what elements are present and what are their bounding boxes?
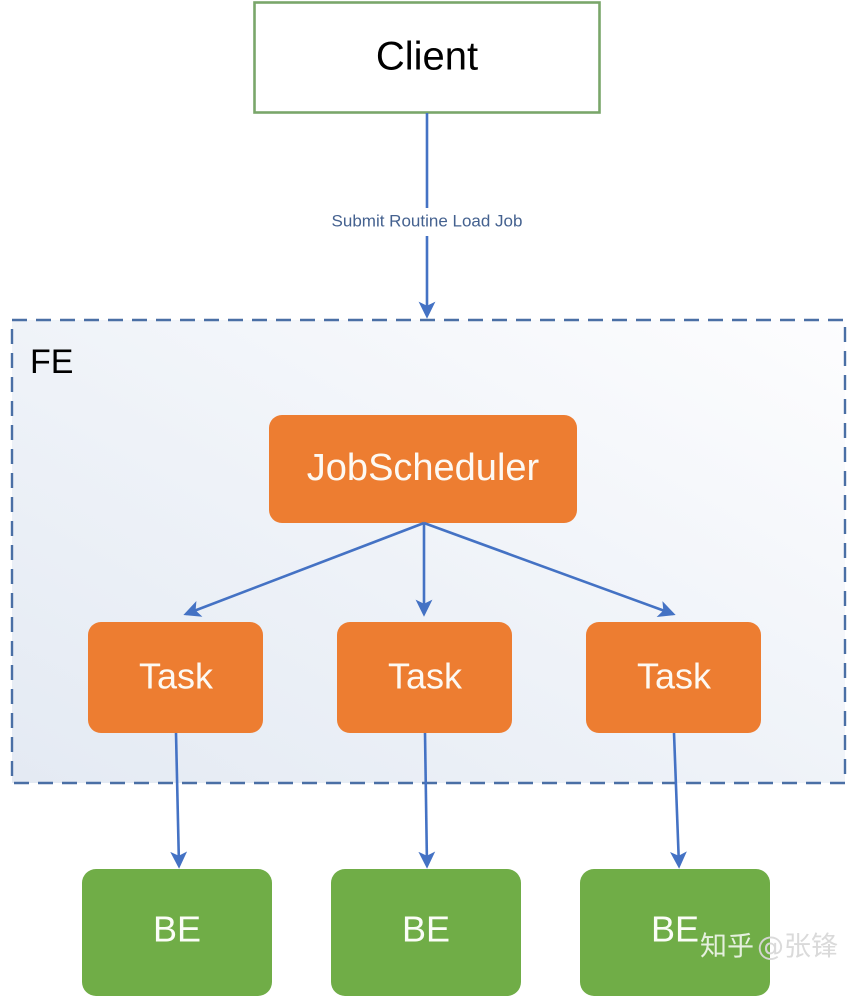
be-box-1[interactable] bbox=[82, 869, 272, 996]
edge-label-backdrop bbox=[310, 208, 546, 236]
task-label-3: Task bbox=[637, 656, 712, 697]
task-node-2[interactable]: Task bbox=[337, 622, 512, 733]
arrow-task-3-to-be-3 bbox=[670, 732, 687, 869]
be-label-2: BE bbox=[402, 909, 450, 950]
client-label: Client bbox=[376, 35, 478, 79]
edges-tasks-to-backends bbox=[170, 732, 687, 869]
jobscheduler-node[interactable]: JobScheduler bbox=[269, 415, 577, 523]
task-box-1[interactable] bbox=[88, 622, 263, 733]
watermark-handle: @张锋 bbox=[757, 932, 838, 963]
edge-client-to-fe: Submit Routine Load Job bbox=[310, 113, 546, 319]
arrow-scheduler-to-task-3 bbox=[423, 521, 676, 617]
be-label-1: BE bbox=[153, 909, 201, 950]
be-node-3[interactable]: BE bbox=[580, 869, 770, 996]
task-box-2[interactable] bbox=[337, 622, 512, 733]
arrow-task-2-to-be-2 bbox=[418, 732, 436, 869]
task-label-1: Task bbox=[139, 656, 214, 697]
be-box-2[interactable] bbox=[331, 869, 521, 996]
task-box-3[interactable] bbox=[586, 622, 761, 733]
be-node-1[interactable]: BE bbox=[82, 869, 272, 996]
watermark-brand: 知乎 bbox=[700, 932, 754, 963]
edge-label-submit-job: Submit Routine Load Job bbox=[332, 211, 523, 230]
task-label-2: Task bbox=[388, 656, 463, 697]
jobscheduler-label: JobScheduler bbox=[307, 447, 540, 489]
client-box[interactable] bbox=[253, 1, 601, 114]
edges-scheduler-to-tasks bbox=[183, 521, 676, 617]
arrow-task-1-to-be-1 bbox=[170, 732, 188, 869]
task-node-3[interactable]: Task bbox=[586, 622, 761, 733]
fe-group-label: FE bbox=[30, 343, 73, 381]
task-node-1[interactable]: Task bbox=[88, 622, 263, 733]
arrow-scheduler-to-task-1 bbox=[183, 521, 425, 617]
watermark: 知乎 @张锋 bbox=[700, 932, 838, 963]
jobscheduler-box[interactable] bbox=[269, 415, 577, 523]
be-node-2[interactable]: BE bbox=[331, 869, 521, 996]
be-box-3[interactable] bbox=[580, 869, 770, 996]
be-label-3: BE bbox=[651, 909, 699, 950]
client-node[interactable]: Client bbox=[253, 1, 601, 114]
